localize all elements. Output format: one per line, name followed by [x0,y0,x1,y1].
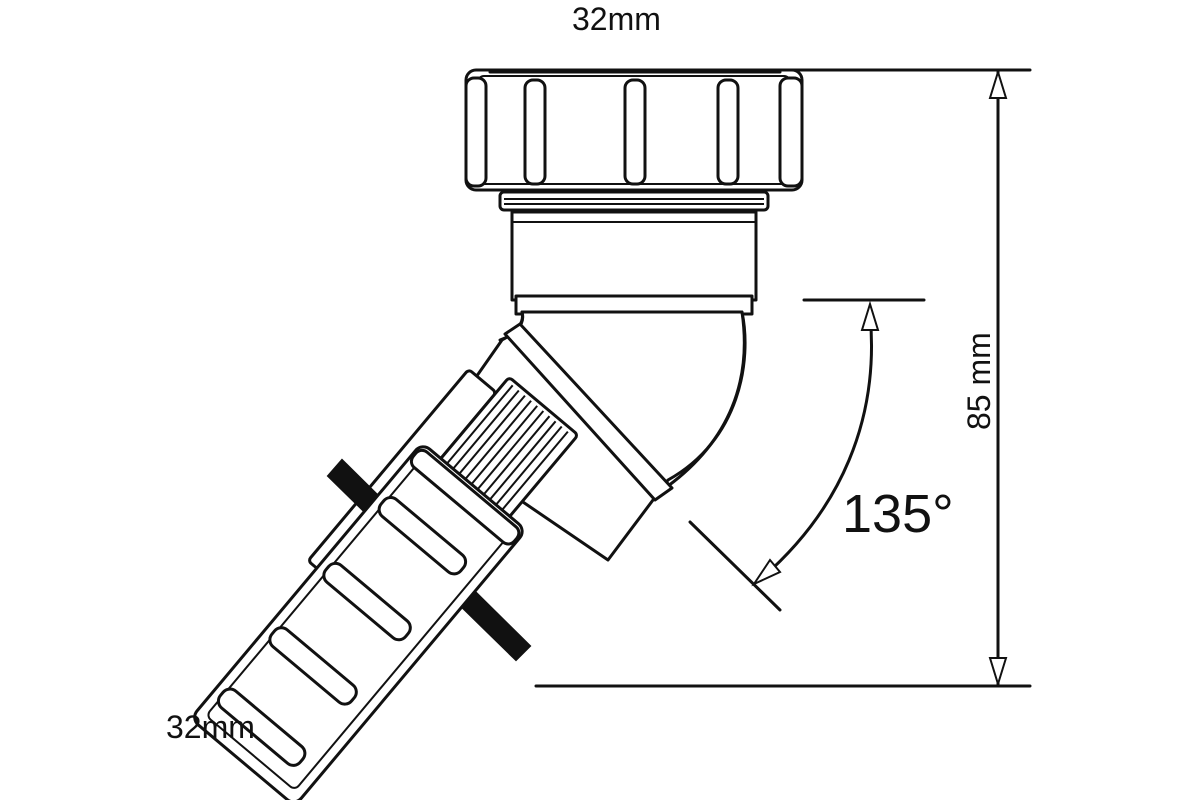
angle-label: 135° [842,484,954,544]
height-label: 85 mm [961,332,997,430]
height-dimension [534,68,1032,688]
top-size-label: 32mm [572,1,661,37]
upper-pipe [510,210,758,316]
top-compression-nut [464,68,804,192]
bottom-size-label: 32mm [166,709,255,745]
bottom-compression-nut [193,445,524,800]
bend-body [430,310,747,562]
top-collar [498,190,770,212]
angle-dimension [688,298,926,612]
